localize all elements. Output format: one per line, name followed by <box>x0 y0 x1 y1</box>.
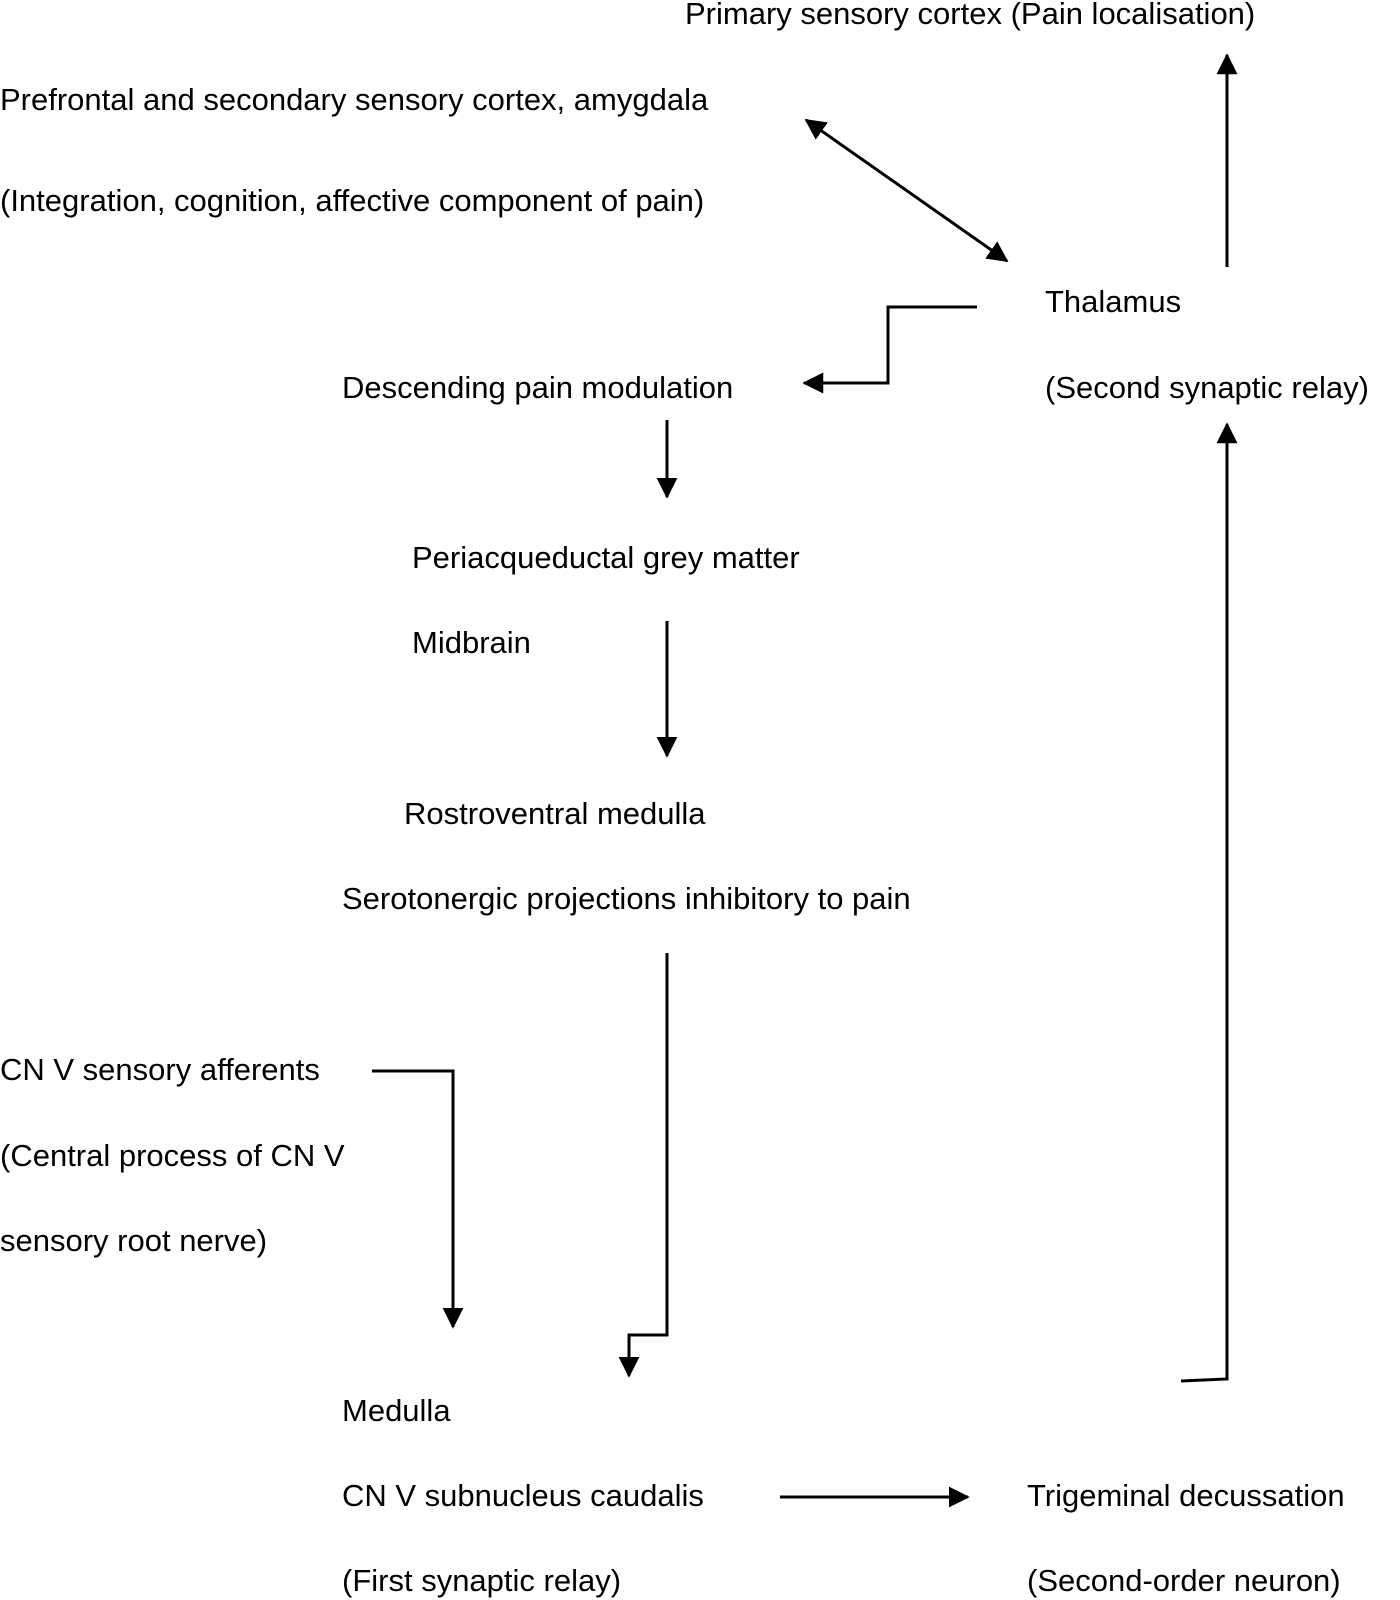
thalamus-label: Thalamus <box>1045 284 1182 319</box>
rostroventral-medulla-label: Rostroventral medulla <box>404 796 706 831</box>
prefrontal-role-label: (Integration, cognition, affective compo… <box>0 183 705 218</box>
thalamus-role-label: (Second synaptic relay) <box>1045 370 1369 405</box>
decussation-to-thalamus-arrow <box>1180 422 1238 1383</box>
medulla-label: Medulla <box>342 1393 451 1428</box>
pag-label: Periacqueductal grey matter <box>412 540 800 575</box>
cn-v-afferents-label: CN V sensory afferents <box>0 1052 320 1087</box>
rvm-to-medulla-arrow <box>618 953 669 1378</box>
midbrain-label: Midbrain <box>412 625 531 660</box>
afferents-to-medulla-arrow <box>372 1069 464 1329</box>
serotonergic-label: Serotonergic projections inhibitory to p… <box>342 881 911 916</box>
prefrontal-thalamus-arrow <box>804 118 1009 263</box>
cn-v-sensory-root-label: sensory root nerve) <box>0 1223 268 1258</box>
subnucleus-caudalis-label: CN V subnucleus caudalis <box>342 1478 704 1513</box>
primary-sensory-cortex-label: Primary sensory cortex (Pain localisatio… <box>685 0 1256 31</box>
trigeminal-decussation-label: Trigeminal decussation <box>1027 1478 1345 1513</box>
thalamus-to-descending-arrow <box>802 305 977 394</box>
second-order-neuron-label: (Second-order neuron) <box>1027 1563 1341 1598</box>
first-synaptic-relay-label: (First synaptic relay) <box>342 1563 622 1598</box>
descending-modulation-label: Descending pain modulation <box>342 370 734 405</box>
cn-v-central-process-label: (Central process of CN V <box>0 1138 345 1173</box>
prefrontal-cortex-label: Prefrontal and secondary sensory cortex,… <box>0 82 709 117</box>
